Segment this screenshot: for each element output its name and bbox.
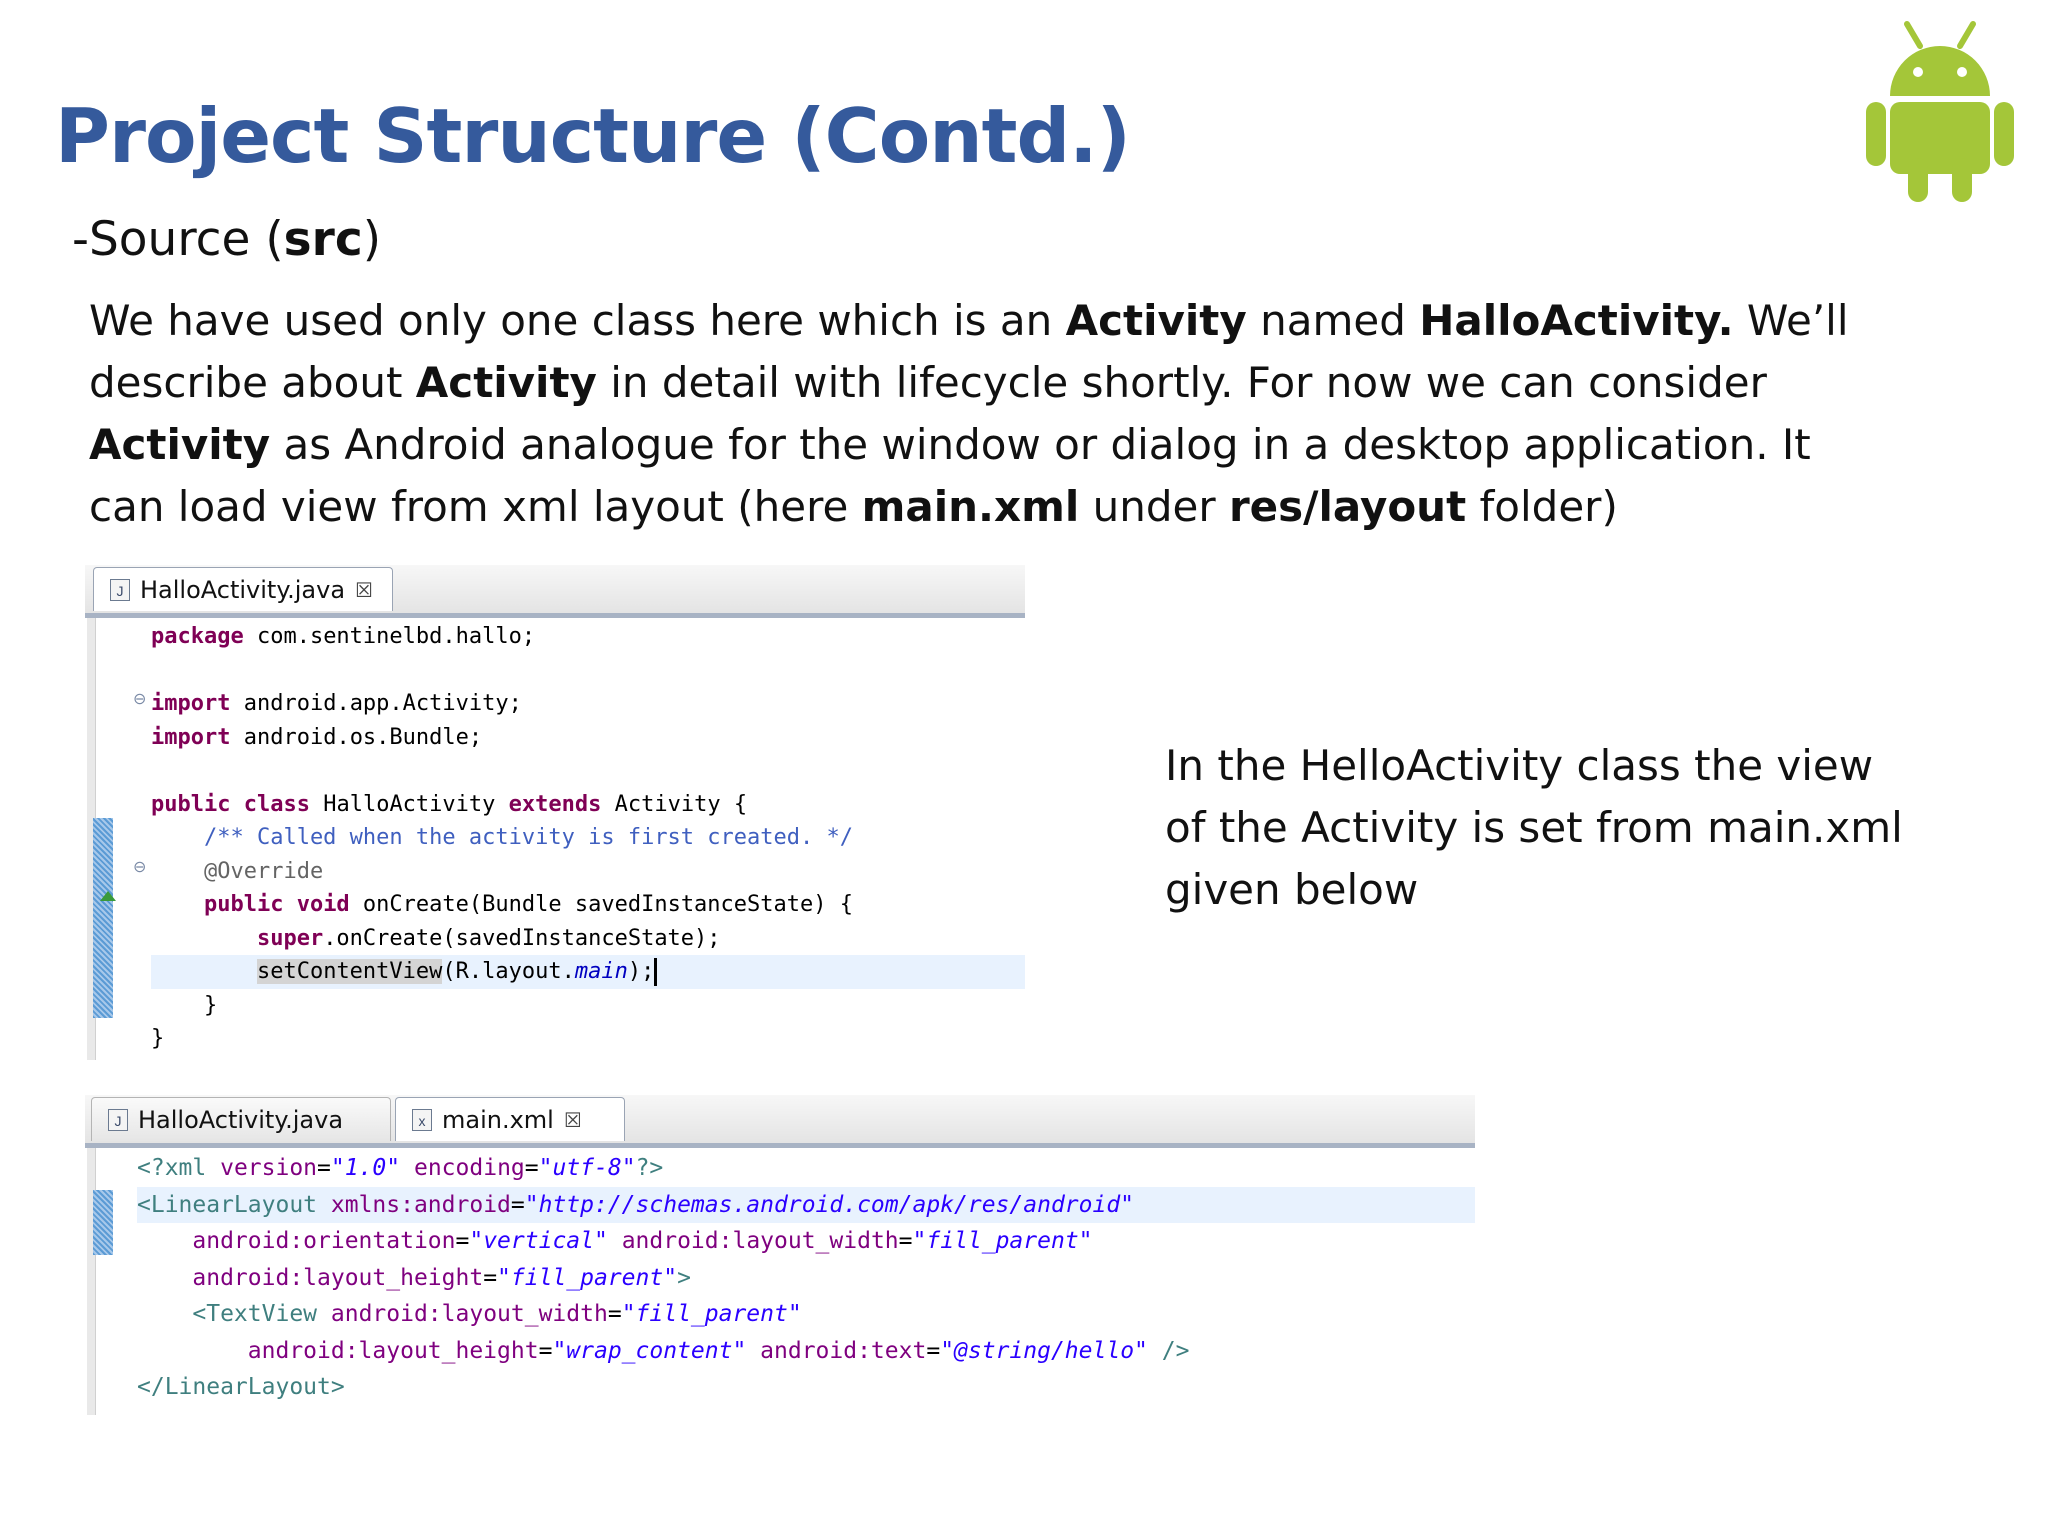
code-line: <?xml version="1.0" encoding="utf-8"?> — [137, 1155, 664, 1181]
xml-editor-screenshot: J HalloActivity.java x main.xml ☒ <?xml … — [85, 1095, 1475, 1415]
code-line: public void onCreate(Bundle savedInstanc… — [151, 892, 854, 917]
paragraph-line: We have used only one class here which i… — [89, 296, 1849, 345]
code-line: import android.os.Bundle; — [151, 724, 483, 750]
side-note: In the HelloActivity class the view of t… — [1165, 735, 1925, 921]
tab-hallo-activity-java[interactable]: J HalloActivity.java — [91, 1097, 391, 1141]
code-line: </LinearLayout> — [137, 1374, 345, 1400]
xml-file-icon: x — [412, 1108, 432, 1131]
java-file-icon: J — [110, 578, 130, 601]
editor-gutter — [87, 1148, 96, 1415]
tab-main-xml[interactable]: x main.xml ☒ — [395, 1097, 625, 1141]
code-line: /** Called when the activity is first cr… — [151, 825, 853, 850]
code-line: super.onCreate(savedInstanceState); — [151, 925, 721, 951]
code-line: android:orientation="vertical" android:l… — [137, 1228, 1093, 1254]
tab-label: HalloActivity.java — [140, 575, 346, 604]
tab-label: main.xml — [442, 1105, 554, 1134]
editor-tab-bar: J HalloActivity.java ☒ — [85, 565, 1025, 618]
code-line: import android.app.Activity; — [151, 691, 522, 716]
code-line: <TextView android:layout_width="fill_par… — [137, 1301, 802, 1327]
override-arrow-icon — [100, 891, 116, 901]
code-line: package com.sentinelbd.hallo; — [151, 624, 536, 649]
code-line-current: <LinearLayout xmlns:android="http://sche… — [137, 1186, 1475, 1223]
side-note-line: In the HelloActivity class the view — [1165, 741, 1874, 790]
android-logo-icon — [1866, 21, 2014, 202]
code-line — [151, 754, 1025, 788]
side-note-line: of the Activity is set from main.xml — [1165, 803, 1903, 852]
text-caret — [654, 958, 658, 986]
body-paragraph: We have used only one class here which i… — [89, 290, 1849, 538]
paragraph-line: Activity as Android analogue for the win… — [89, 420, 1811, 469]
code-line: } — [151, 992, 218, 1018]
fold-icon[interactable]: ⊖ — [133, 859, 147, 876]
side-note-line: given below — [1165, 865, 1419, 914]
code-line: android:layout_height="wrap_content" and… — [137, 1337, 1190, 1364]
fold-icon[interactable]: ⊖ — [133, 691, 147, 708]
editor-tab-bar: J HalloActivity.java x main.xml ☒ — [85, 1095, 1475, 1148]
paragraph-line: can load view from xml layout (here main… — [89, 482, 1618, 531]
code-line: android:layout_height="fill_parent"> — [137, 1264, 691, 1291]
code-line: } — [151, 1026, 165, 1051]
code-line: public class HalloActivity extends Activ… — [151, 791, 748, 817]
paragraph-line: describe about Activity in detail with l… — [89, 358, 1767, 407]
change-marker — [93, 1190, 113, 1255]
tab-label: HalloActivity.java — [138, 1105, 344, 1134]
close-icon[interactable]: ☒ — [355, 577, 373, 602]
slide-title: Project Structure (Contd.) — [55, 92, 1131, 180]
code-line-current: setContentView(R.layout.main); — [151, 955, 1025, 989]
code-line: @Override — [151, 858, 324, 884]
code-line — [151, 654, 1025, 688]
java-code: package com.sentinelbd.hallo; import and… — [151, 620, 1025, 1056]
change-marker — [93, 818, 113, 1018]
java-file-icon: J — [108, 1108, 128, 1131]
tab-hallo-activity-java[interactable]: J HalloActivity.java ☒ — [93, 567, 393, 611]
xml-code: <?xml version="1.0" encoding="utf-8"?> <… — [137, 1150, 1475, 1406]
subtitle: -Source (src) — [72, 212, 382, 267]
close-icon[interactable]: ☒ — [563, 1107, 582, 1132]
java-editor-screenshot: J HalloActivity.java ☒ ⊖ ⊖ package com.s… — [85, 565, 1025, 1060]
